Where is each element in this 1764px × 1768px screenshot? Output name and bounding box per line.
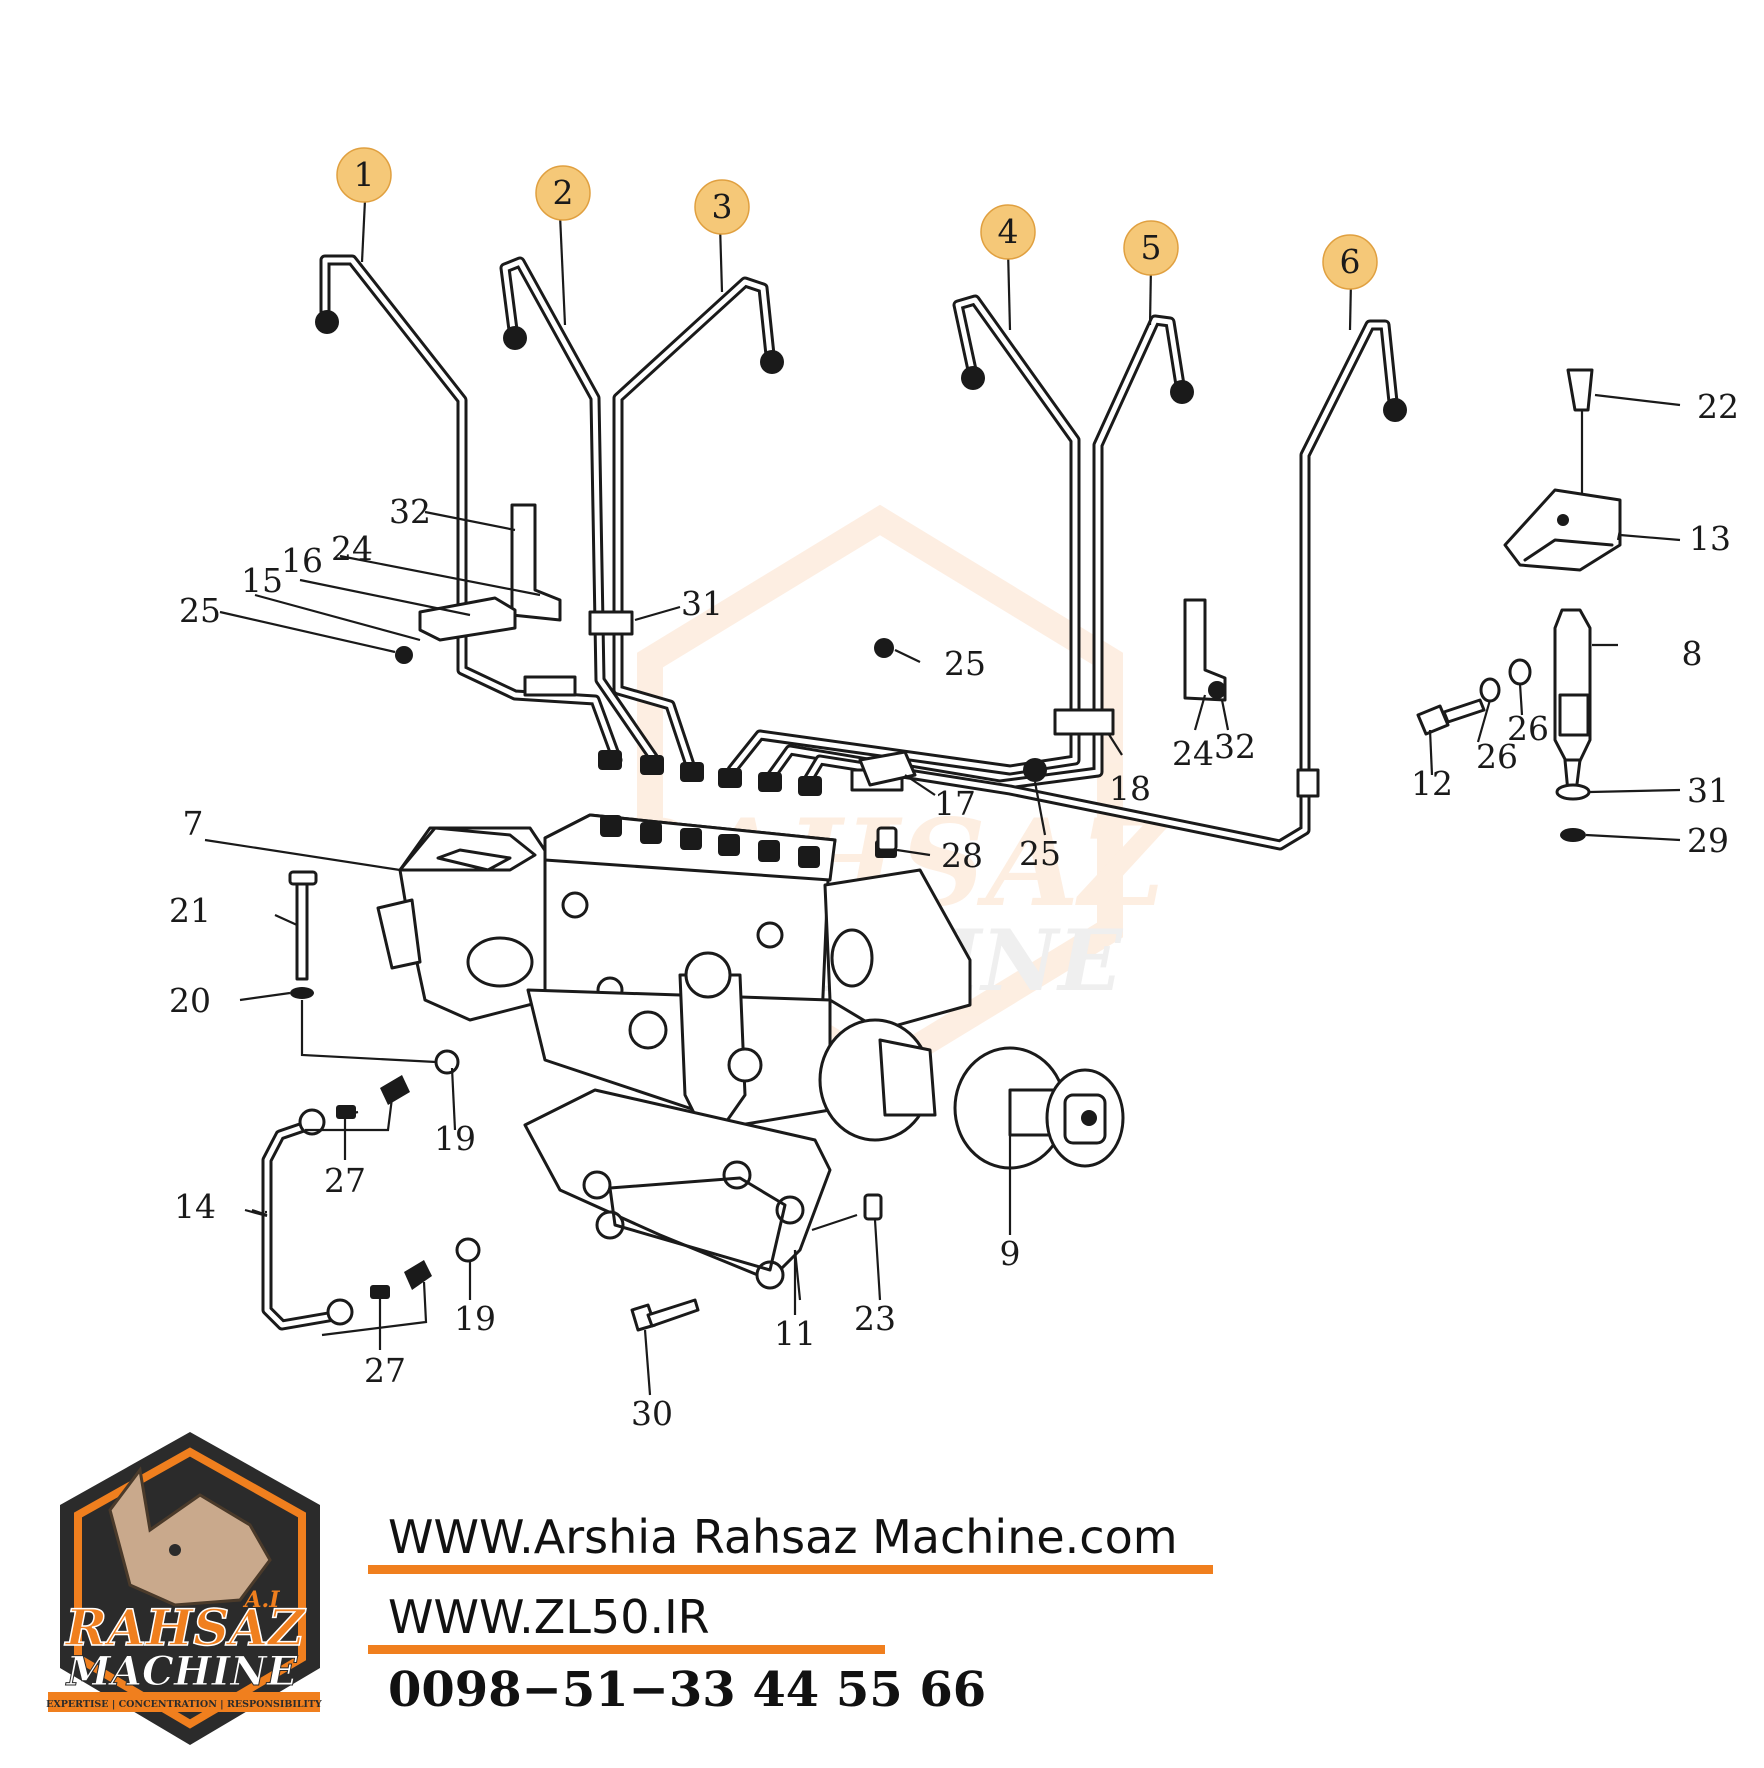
highlighted-callouts: 1 2 3 4 5 6 bbox=[336, 147, 1378, 290]
injector-assembly bbox=[1416, 368, 1622, 842]
callout-19b: 19 bbox=[454, 1299, 496, 1338]
callout-25c: 25 bbox=[1019, 834, 1061, 873]
callout-3: 3 bbox=[712, 187, 733, 226]
footer-rule-2 bbox=[368, 1645, 885, 1654]
support-bracket bbox=[523, 1088, 832, 1290]
callout-18: 18 bbox=[1109, 769, 1151, 808]
callout-11: 11 bbox=[774, 1314, 816, 1353]
rhino-head-icon bbox=[108, 1466, 272, 1607]
website-link-1[interactable]: WWW.Arshia Rahsaz Machine.com bbox=[388, 1510, 1178, 1564]
logo-word1: RAHSAZ bbox=[64, 1598, 307, 1657]
callout-21: 21 bbox=[169, 891, 211, 930]
callout-31a: 31 bbox=[681, 584, 723, 623]
callout-6: 6 bbox=[1340, 242, 1361, 281]
callout-1: 1 bbox=[354, 155, 375, 194]
callout-8: 8 bbox=[1682, 634, 1703, 673]
callout-15: 15 bbox=[241, 561, 283, 600]
callout-23: 23 bbox=[854, 1299, 896, 1338]
callout-12: 12 bbox=[1411, 764, 1453, 803]
injection-pump bbox=[376, 813, 1125, 1170]
callout-22: 22 bbox=[1697, 387, 1739, 426]
callout-14: 14 bbox=[174, 1187, 216, 1226]
website-link-2[interactable]: WWW.ZL50.IR bbox=[388, 1590, 710, 1644]
callout-9: 9 bbox=[1000, 1234, 1021, 1273]
callout-19a: 19 bbox=[434, 1119, 476, 1158]
loose-fasteners bbox=[288, 826, 898, 1332]
callout-26a: 26 bbox=[1476, 737, 1518, 776]
callout-26b: 26 bbox=[1507, 709, 1549, 748]
callout-30: 30 bbox=[631, 1394, 673, 1433]
callout-25a: 25 bbox=[179, 591, 221, 630]
callout-5: 5 bbox=[1141, 228, 1162, 267]
part-callouts: 7 8 9 11 12 13 14 15 16 17 18 19 19 20 2… bbox=[169, 387, 1739, 1433]
logo-word2: MACHINE bbox=[65, 1648, 298, 1695]
callout-17: 17 bbox=[934, 784, 976, 823]
callout-2: 2 bbox=[553, 173, 574, 212]
callout-24b: 24 bbox=[1172, 734, 1214, 773]
callout-7: 7 bbox=[183, 804, 204, 843]
callout-32b: 32 bbox=[1214, 727, 1256, 766]
callout-24a: 24 bbox=[331, 529, 373, 568]
callout-13: 13 bbox=[1689, 519, 1731, 558]
callout-32a: 32 bbox=[389, 492, 431, 531]
callout-4: 4 bbox=[998, 212, 1019, 251]
footer-rule-1 bbox=[368, 1565, 1213, 1574]
callout-28: 28 bbox=[941, 836, 983, 875]
injector-pipes bbox=[315, 254, 1407, 858]
callout-25b: 25 bbox=[944, 644, 986, 683]
callout-27b: 27 bbox=[364, 1351, 406, 1390]
return-line bbox=[261, 1049, 481, 1331]
logo-tagline: EXPERTISE | CONCENTRATION | RESPONSIBILI… bbox=[46, 1699, 322, 1710]
callout-20: 20 bbox=[169, 981, 211, 1020]
logo-initials: A.I bbox=[242, 1587, 280, 1613]
phone-number: 0098−51−33 44 55 66 bbox=[388, 1662, 987, 1718]
callout-16: 16 bbox=[281, 541, 323, 580]
callout-27a: 27 bbox=[324, 1161, 366, 1200]
company-logo: A.I RAHSAZ MACHINE EXPERTISE | CONCENTRA… bbox=[46, 1432, 322, 1745]
callout-31b: 31 bbox=[1687, 771, 1729, 810]
callout-29: 29 bbox=[1687, 821, 1729, 860]
